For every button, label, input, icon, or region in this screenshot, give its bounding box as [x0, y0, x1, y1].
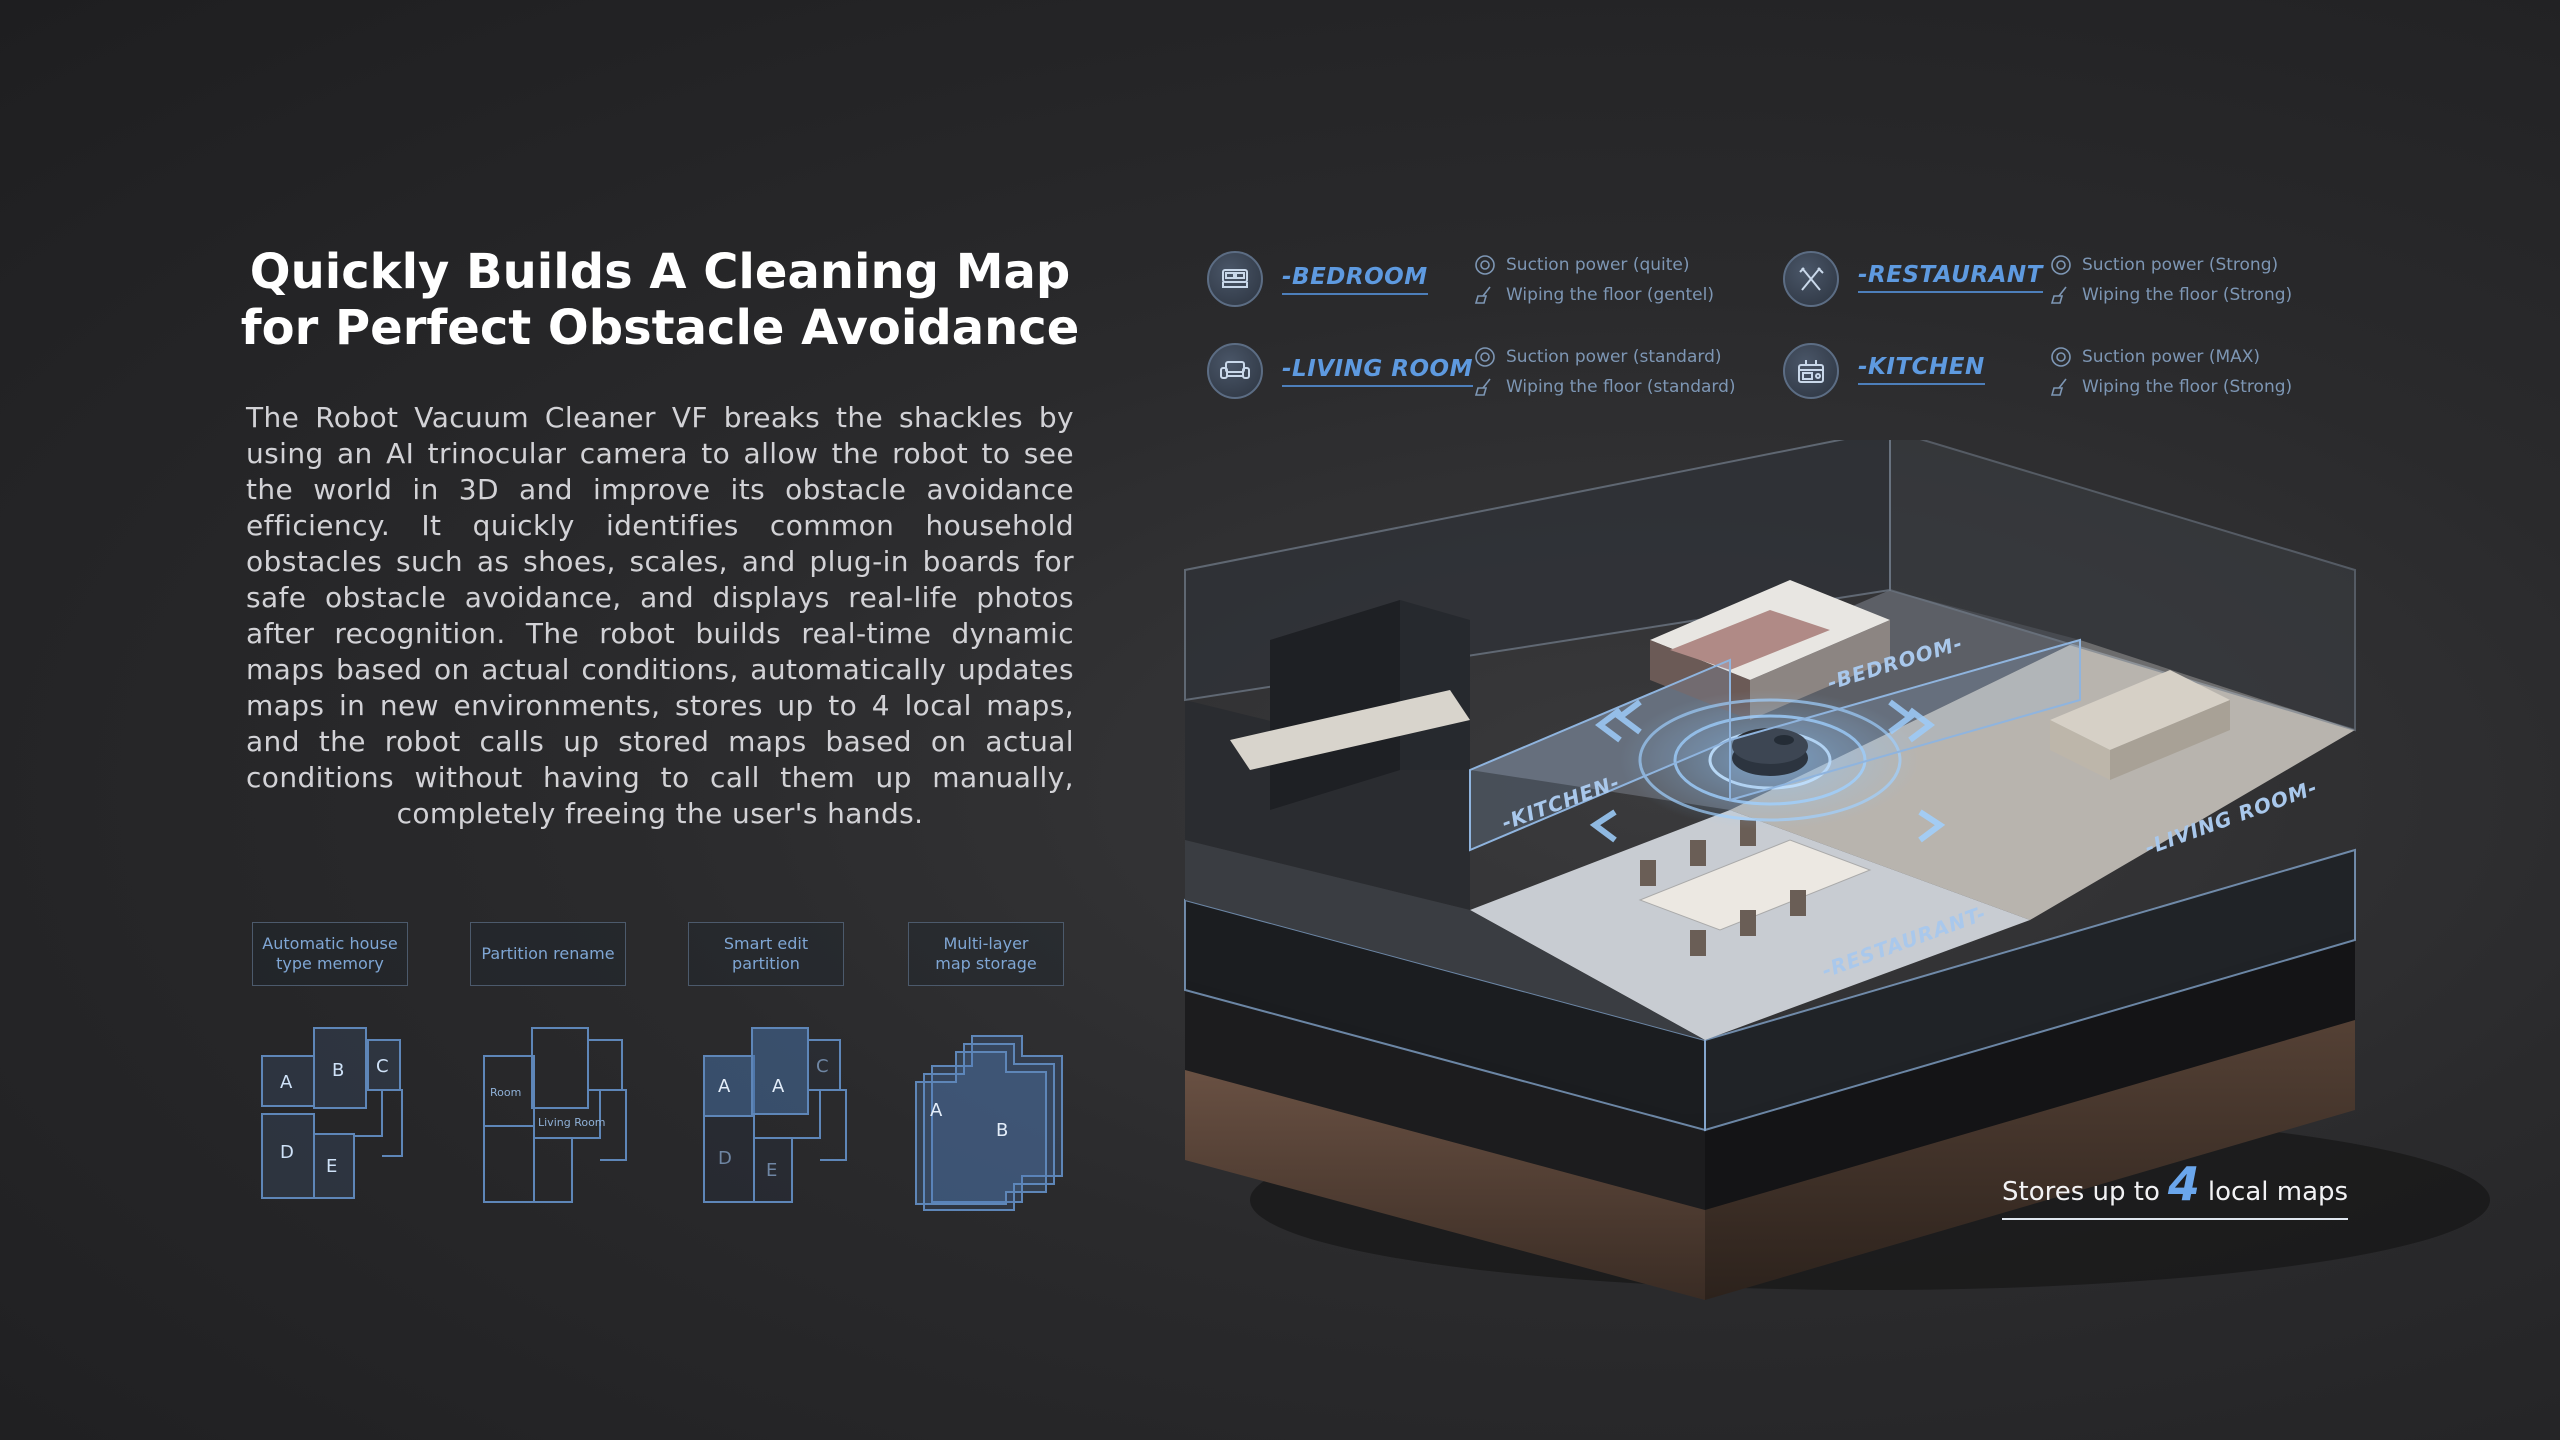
bed-icon — [1222, 269, 1248, 288]
restaurant-specs: Suction power (Strong) Wiping the floor … — [2050, 250, 2292, 310]
floorplan-label: A — [280, 1072, 293, 1093]
sofa — [2050, 670, 2230, 780]
kitchen-icon-badge — [1783, 343, 1839, 399]
spec-text: Suction power (Strong) — [2082, 255, 2279, 275]
floorplan-label: C — [376, 1056, 389, 1077]
spec-wiping: Wiping the floor (Strong) — [2050, 372, 2292, 402]
room-name-living-room: -LIVING ROOM — [1282, 356, 1473, 387]
spec-text: Wiping the floor (Strong) — [2082, 285, 2293, 305]
feature-label-line: type memory — [276, 954, 384, 973]
sofa-icon — [1220, 361, 1250, 379]
floorplan-label: Living Room — [538, 1116, 606, 1129]
wood-base — [1185, 1010, 2355, 1300]
spec-suction: Suction power (MAX) — [2050, 342, 2292, 372]
title-line-2: for Perfect Obstacle Avoidance — [240, 300, 1080, 356]
robot-vacuum — [1620, 690, 1920, 830]
floorplan-label: A — [772, 1076, 785, 1097]
foam-layer — [1185, 930, 2355, 1210]
room-name-restaurant: -RESTAURANT — [1858, 262, 2043, 293]
description-paragraph: The Robot Vacuum Cleaner VF breaks the s… — [246, 401, 1074, 830]
mop-icon — [2050, 378, 2067, 396]
stores-suffix: local maps — [2207, 1177, 2349, 1207]
floorplan-label: Room — [490, 1086, 521, 1099]
restaurant-icon-badge — [1783, 251, 1839, 307]
floorplan-label: E — [766, 1160, 777, 1181]
mop-icon — [1474, 286, 1491, 304]
spec-text: Wiping the floor (Strong) — [2082, 377, 2293, 397]
spec-text: Wiping the floor (standard) — [1506, 377, 1736, 397]
floorplan-label: C — [816, 1056, 829, 1077]
kitchen-specs: Suction power (MAX) Wiping the floor (St… — [2050, 342, 2292, 402]
mop-icon — [2050, 286, 2067, 304]
stores-maps-badge: Stores up to 4 local maps — [2002, 1157, 2349, 1220]
mop-icon — [1474, 378, 1491, 396]
floorplan-partition-rename: Room Living Room — [480, 1026, 640, 1206]
spec-text: Suction power (standard) — [1506, 347, 1722, 367]
floorplan-label: D — [280, 1142, 294, 1163]
floorplan-smart-edit: A A C D E — [700, 1026, 860, 1206]
spec-wiping: Wiping the floor (standard) — [1474, 372, 1736, 402]
fan-icon — [2051, 347, 2071, 367]
spec-text: Suction power (quite) — [1506, 255, 1690, 275]
spec-suction: Suction power (standard) — [1474, 342, 1736, 372]
stove-icon — [1798, 360, 1824, 383]
kitchen-cabinets — [1230, 600, 1470, 810]
floorplan-label: D — [718, 1148, 732, 1169]
fan-icon — [2051, 255, 2071, 275]
floor-slab — [1184, 848, 2356, 1132]
floorplan-label: A — [718, 1076, 731, 1097]
partition-walls — [1469, 638, 2081, 852]
floorplan-label: A — [930, 1100, 943, 1121]
title-line-1: Quickly Builds A Cleaning Map — [249, 244, 1071, 300]
floorplan-automatic-memory: A B C D E — [252, 1026, 412, 1206]
fan-icon — [1475, 255, 1495, 275]
room-name-kitchen: -KITCHEN — [1858, 354, 1985, 385]
spec-wiping: Wiping the floor (Strong) — [2050, 280, 2292, 310]
floorplan-label: E — [326, 1156, 337, 1177]
feature-label-line: Multi-layer — [943, 934, 1029, 953]
bedroom-specs: Suction power (quite) Wiping the floor (… — [1474, 250, 1714, 310]
stores-prefix: Stores up to — [2002, 1177, 2160, 1207]
feature-label-line: map storage — [935, 954, 1037, 973]
feature-label-line: Partition rename — [481, 944, 615, 963]
feature-label-line: Smart edit — [723, 934, 809, 953]
feature-label-partition-rename: Partition rename — [470, 922, 626, 986]
spec-suction: Suction power (quite) — [1474, 250, 1714, 280]
living-room-icon-badge — [1207, 343, 1263, 399]
spec-text: Suction power (MAX) — [2082, 347, 2261, 367]
stores-number: 4 — [2167, 1157, 2200, 1211]
spec-text: Wiping the floor (gentel) — [1506, 285, 1714, 305]
fan-icon — [1475, 347, 1495, 367]
floorplan-label: B — [996, 1120, 1008, 1141]
utensils-icon — [1799, 267, 1824, 291]
feature-label-line: Automatic house — [262, 934, 398, 953]
floorplan-multi-layer: A B — [912, 1026, 1072, 1211]
room-name-bedroom: -BEDROOM — [1282, 264, 1428, 295]
floorplan-label: B — [332, 1060, 344, 1081]
living-room-specs: Suction power (standard) Wiping the floo… — [1474, 342, 1736, 402]
isometric-house-scene: -BEDROOM- -KITCHEN- -LIVING ROOM- -RESTA… — [1170, 428, 2560, 1340]
feature-label-line: partition — [732, 954, 800, 973]
page-title: Quickly Builds A Cleaning Map for Perfec… — [200, 244, 1120, 356]
spec-suction: Suction power (Strong) — [2050, 250, 2292, 280]
spec-wiping: Wiping the floor (gentel) — [1474, 280, 1714, 310]
direction-arrows — [1589, 699, 1946, 843]
bedroom-icon-badge — [1207, 251, 1263, 307]
